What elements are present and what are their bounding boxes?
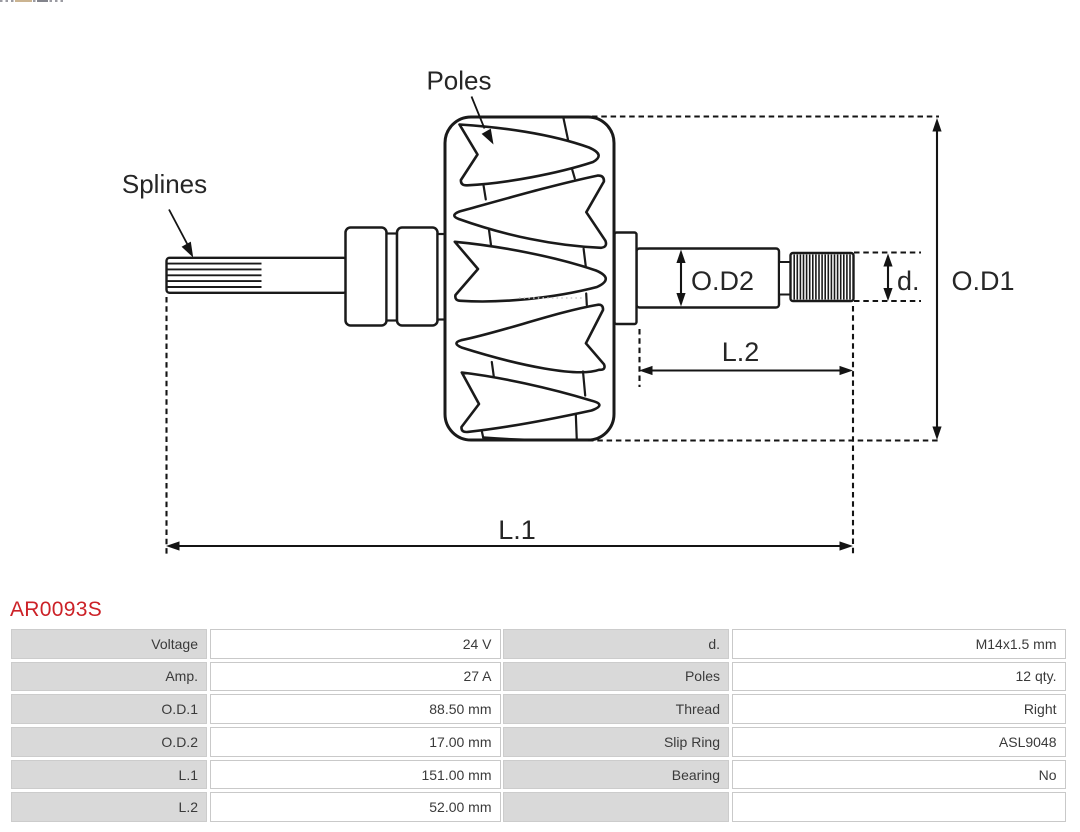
spec-label-cell: O.D.2 [11, 727, 207, 757]
spec-label-cell: L.2 [11, 792, 207, 822]
label-d: d. [897, 266, 920, 296]
top-edge-artifact-tan [15, 0, 32, 2]
label-poles: Poles [426, 66, 491, 96]
spec-value-cell: 151.00 mm [209, 759, 501, 790]
dimension-arrowheads [166, 118, 942, 551]
spec-label-cell: Amp. [11, 661, 207, 692]
top-edge-artifact-dark [37, 0, 48, 2]
spec-value-cell: 17.00 mm [209, 727, 501, 757]
spec-label-cell: Slip Ring [503, 727, 729, 757]
spec-value-cell: No [731, 759, 1066, 790]
pole-connector-lines [480, 115, 588, 442]
label-od1: O.D1 [952, 266, 1015, 296]
spec-label-cell: Voltage [11, 629, 207, 659]
spec-value-cell: ASL9048 [731, 727, 1066, 757]
spec-label-cell: d. [503, 629, 729, 659]
left-shaft [165, 256, 348, 294]
claw-poles [453, 123, 608, 434]
dimension-lines [170, 122, 939, 548]
spec-label-cell: Poles [503, 661, 729, 692]
callout-arrows [168, 96, 494, 258]
spec-label-cell: L.1 [11, 759, 207, 790]
spec-value-cell: 52.00 mm [209, 792, 501, 822]
label-od2: O.D2 [691, 266, 754, 296]
extension-lines [165, 115, 939, 554]
spec-table: Voltage 24 V d. M14x1.5 mm Amp. 27 A Pol… [11, 629, 1066, 822]
part-code: AR0093S [10, 598, 102, 621]
spec-label-cell [503, 792, 729, 822]
spec-value-cell [731, 792, 1066, 822]
spec-value-cell: 27 A [209, 661, 501, 692]
spec-value-cell: Right [731, 694, 1066, 724]
spec-value-cell: 88.50 mm [209, 694, 501, 724]
spline-ridges [167, 262, 262, 288]
rotor-body [443, 115, 616, 442]
label-l2: L.2 [722, 337, 760, 367]
top-edge-artifact [0, 0, 66, 2]
left-collars [344, 226, 448, 327]
spec-label-cell: O.D.1 [11, 694, 207, 724]
spec-value-cell: 24 V [209, 629, 501, 659]
spec-label-cell: Thread [503, 694, 729, 724]
label-splines: Splines [122, 169, 207, 199]
thread-hatching [793, 254, 851, 300]
label-l1: L.1 [498, 515, 536, 545]
spec-label-cell: Bearing [503, 759, 729, 790]
spec-value-cell: M14x1.5 mm [731, 629, 1066, 659]
spec-value-cell: 12 qty. [731, 661, 1066, 692]
